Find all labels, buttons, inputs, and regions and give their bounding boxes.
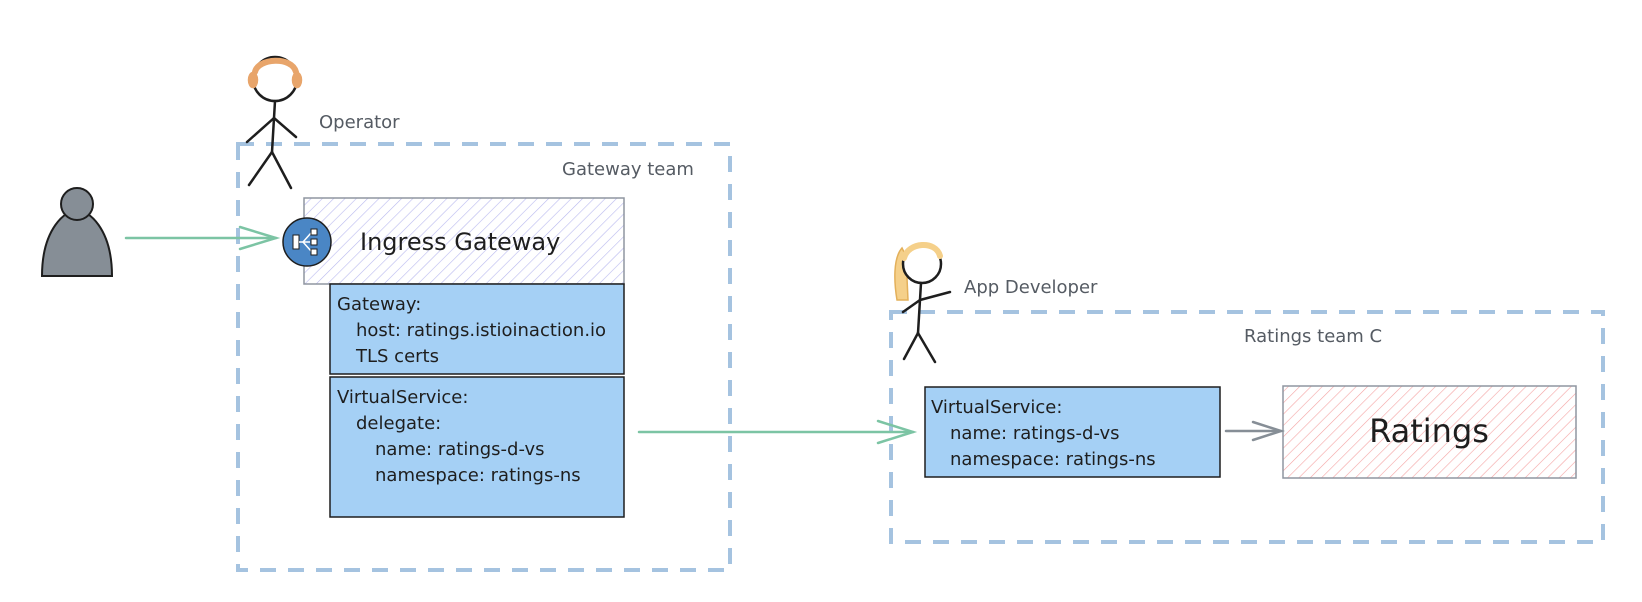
gateway-vs-line: delegate: — [356, 413, 441, 434]
ratings-service-box: Ratings — [1282, 385, 1577, 479]
gateway-virtualservice-box: VirtualService: delegate: name: ratings-… — [329, 376, 625, 518]
ratings-team-container — [889, 310, 1605, 544]
gateway-config-line: Gateway: — [337, 294, 421, 315]
gateway-team-label: Gateway team — [562, 159, 694, 180]
gateway-config-line: TLS certs — [355, 346, 439, 367]
operator-figure-icon — [245, 55, 303, 190]
gateway-vs-line: VirtualService: — [337, 387, 468, 408]
ingress-gateway-title: Ingress Gateway — [360, 228, 560, 256]
gateway-config-line: host: ratings.istioinaction.io — [356, 320, 606, 341]
operator-label: Operator — [319, 112, 400, 133]
ratings-vs-line: VirtualService: — [931, 397, 1062, 418]
ratings-vs-line: name: ratings-d-vs — [950, 423, 1120, 444]
ratings-virtualservice-box: VirtualService: name: ratings-d-vs names… — [924, 386, 1221, 478]
app-developer-figure-icon — [894, 242, 952, 364]
arrow-user-to-ingress — [124, 225, 281, 251]
ratings-title: Ratings — [1369, 412, 1489, 450]
gateway-vs-line: name: ratings-d-vs — [375, 439, 545, 460]
ingress-gateway-box: Ingress Gateway — [303, 197, 625, 285]
user-icon — [40, 187, 114, 277]
gateway-vs-line: namespace: ratings-ns — [375, 465, 581, 486]
ratings-team-label: Ratings team C — [1244, 326, 1382, 347]
arrow-ratings-vs-to-ratings — [1224, 420, 1286, 442]
gateway-team-container — [236, 142, 732, 572]
gateway-config-box: Gateway: host: ratings.istioinaction.io … — [329, 283, 625, 375]
app-developer-label: App Developer — [964, 277, 1098, 298]
ingress-gateway-icon — [282, 217, 332, 267]
ratings-vs-line: namespace: ratings-ns — [950, 449, 1156, 470]
arrow-gateway-vs-to-ratings-vs — [637, 419, 918, 445]
